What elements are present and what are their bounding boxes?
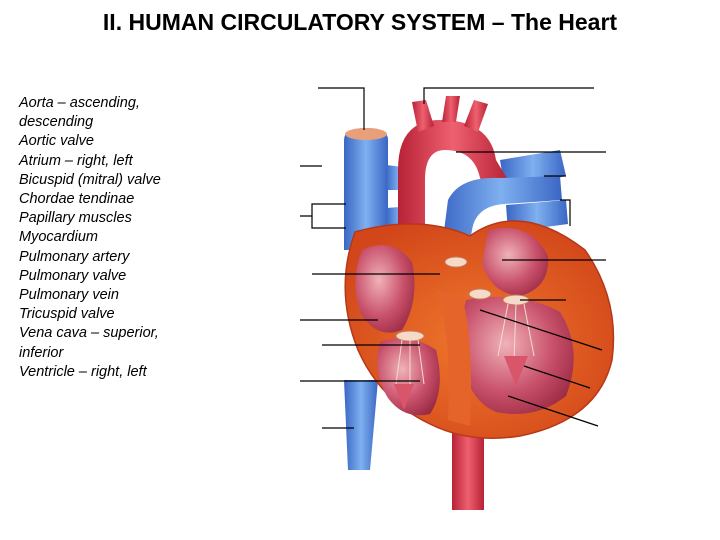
descending-aorta	[452, 430, 484, 510]
superior-vena-cava	[344, 128, 388, 250]
label-lines	[300, 87, 606, 429]
aortic-arch	[398, 120, 508, 232]
pulmonary-valve	[444, 256, 468, 268]
term-item: Bicuspid (mitral) valve	[19, 171, 161, 188]
chordae-tendinae	[395, 303, 535, 388]
papillary-muscle-right	[394, 384, 414, 410]
term-item: Pulmonary vein	[19, 287, 119, 304]
term-item: Papillary muscles	[19, 210, 132, 227]
term-item: Pulmonary valve	[19, 267, 127, 284]
label-line	[560, 199, 571, 226]
aortic-valve	[468, 288, 492, 300]
aorta-branch-1	[412, 100, 434, 132]
term-item: Chordae tendinae	[19, 191, 135, 208]
right-atrium	[355, 245, 415, 333]
term-item: Atrium – right, left	[19, 152, 133, 169]
pulmonary-artery	[440, 176, 562, 266]
term-item: Ventricle – right, left	[19, 363, 147, 380]
term-item: Aorta – ascending, descending	[19, 95, 140, 131]
label-line	[479, 309, 603, 351]
papillary-muscle-left	[504, 356, 528, 386]
term-item: Myocardium	[19, 229, 98, 246]
term-list: Aorta – ascending, descending Aortic val…	[19, 94, 199, 382]
term-item: Vena cava – superior, inferior	[19, 325, 159, 361]
page-title: II. HUMAN CIRCULATORY SYSTEM – The Heart	[102, 9, 618, 35]
septum	[436, 290, 471, 426]
label-line	[507, 395, 599, 427]
term-item: Tricuspid valve	[19, 306, 115, 323]
label-line	[318, 87, 365, 130]
inferior-vena-cava	[344, 380, 378, 470]
label-line	[523, 365, 591, 389]
left-atrium	[482, 227, 549, 296]
term-item: Pulmonary artery	[19, 248, 130, 265]
right-ventricle	[377, 338, 440, 416]
tricuspid-valve	[395, 330, 425, 342]
label-line	[311, 216, 346, 229]
aorta-branch-3	[464, 100, 488, 132]
left-ventricle	[460, 296, 574, 414]
aorta-branch-2	[442, 96, 460, 122]
label-line	[300, 203, 346, 217]
term-item: Aortic valve	[19, 133, 94, 150]
vena-cava-opening	[345, 128, 387, 140]
label-line	[423, 87, 594, 104]
